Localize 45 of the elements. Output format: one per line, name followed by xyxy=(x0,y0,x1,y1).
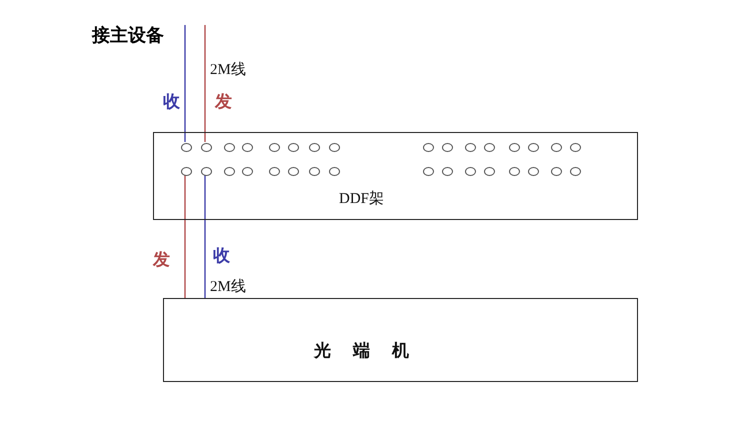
optical-terminal-box xyxy=(163,298,638,382)
cable-line xyxy=(204,175,206,298)
port-circle xyxy=(508,143,520,152)
port-circle xyxy=(442,167,452,176)
port-circle xyxy=(528,143,538,152)
port-circle xyxy=(464,167,476,176)
port-circle xyxy=(224,167,234,176)
port-circle xyxy=(180,167,192,176)
cable-line xyxy=(204,25,206,142)
port-circle xyxy=(308,143,320,152)
node-text: DDF架 xyxy=(339,190,384,208)
edge-label: 收 xyxy=(213,244,230,267)
cable-line xyxy=(184,175,186,298)
cable-label: 2M线 xyxy=(210,278,246,296)
port-circle xyxy=(242,167,252,176)
port-circle xyxy=(180,143,192,152)
port-circle xyxy=(268,143,280,152)
port-circle xyxy=(268,167,280,176)
port-circle xyxy=(570,167,580,176)
port-circle xyxy=(242,143,252,152)
node-text: 光端机 xyxy=(314,340,432,362)
port-circle xyxy=(484,143,494,152)
equipment-label: 接主设备 xyxy=(92,23,184,47)
port-circle xyxy=(422,143,434,152)
edge-label: 收 xyxy=(163,90,180,113)
port-circle xyxy=(508,167,520,176)
port-circle xyxy=(528,167,538,176)
port-circle xyxy=(224,143,234,152)
port-circle xyxy=(442,143,452,152)
port-circle xyxy=(484,167,494,176)
port-circle xyxy=(200,167,212,176)
port-circle xyxy=(550,143,562,152)
port-circle xyxy=(328,167,340,176)
cable-label: 2M线 xyxy=(210,60,246,79)
ddf-rack-box xyxy=(153,132,638,220)
port-circle xyxy=(288,167,298,176)
port-circle xyxy=(550,167,562,176)
port-circle xyxy=(328,143,340,152)
cable-line xyxy=(184,25,186,142)
port-circle xyxy=(288,143,298,152)
port-circle xyxy=(308,167,320,176)
port-circle xyxy=(200,143,212,152)
port-circle xyxy=(570,143,580,152)
port-circle xyxy=(422,167,434,176)
port-circle xyxy=(464,143,476,152)
